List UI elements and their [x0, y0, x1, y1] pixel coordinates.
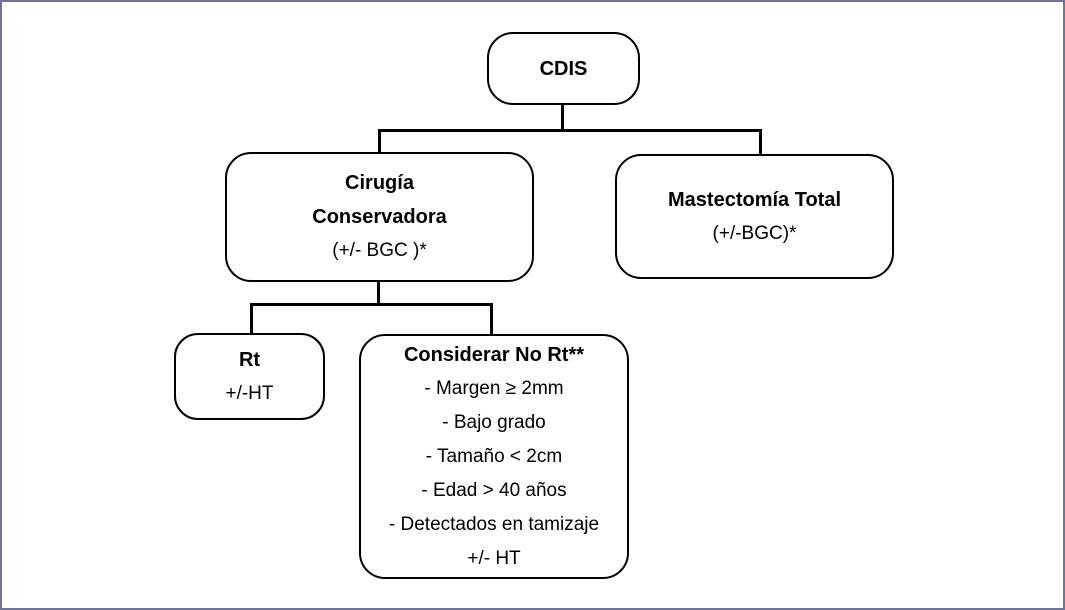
node-mastectomia-total-subtitle: (+/-BGC)*	[712, 222, 797, 244]
connector-root-drop-left	[378, 129, 381, 155]
node-cdis: CDIS	[487, 32, 640, 105]
connector-root-drop-right	[759, 129, 762, 157]
node-cirugia-conservadora-title-line1: Cirugía	[345, 172, 414, 194]
node-cirugia-conservadora-title-line2: Conservadora	[312, 206, 447, 228]
node-rt-title: Rt	[238, 348, 261, 371]
criteria-item-margen: - Margen ≥ 2mm	[424, 377, 564, 399]
connector-conservative-crossbar	[250, 303, 493, 306]
connector-conservative-drop-left	[250, 303, 253, 335]
node-rt: Rt +/-HT	[174, 333, 325, 420]
connector-root-crossbar	[378, 129, 762, 132]
node-considerar-no-rt: Considerar No Rt** - Margen ≥ 2mm - Bajo…	[359, 334, 629, 579]
node-cdis-title: CDIS	[539, 57, 588, 80]
criteria-item-edad: - Edad > 40 años	[421, 479, 567, 501]
criteria-item-ht: +/- HT	[467, 547, 521, 569]
node-rt-subtitle: +/-HT	[225, 382, 274, 404]
connector-conservative-drop-right	[490, 303, 493, 337]
criteria-item-tamano: - Tamaño < 2cm	[425, 445, 563, 467]
connector-root-stem	[561, 105, 564, 132]
criteria-item-tamizaje: - Detectados en tamizaje	[388, 513, 600, 535]
node-cirugia-conservadora-subtitle: (+/- BGC )*	[332, 240, 427, 261]
criteria-item-bajo-grado: - Bajo grado	[442, 411, 546, 433]
node-mastectomia-total-title: Mastectomía Total	[668, 188, 841, 211]
node-mastectomia-total: Mastectomía Total (+/-BGC)*	[615, 154, 894, 279]
connector-conservative-stem	[377, 281, 380, 306]
node-cirugia-conservadora: Cirugía Conservadora (+/- BGC )*	[225, 152, 534, 282]
node-considerar-no-rt-title: Considerar No Rt**	[403, 343, 585, 366]
